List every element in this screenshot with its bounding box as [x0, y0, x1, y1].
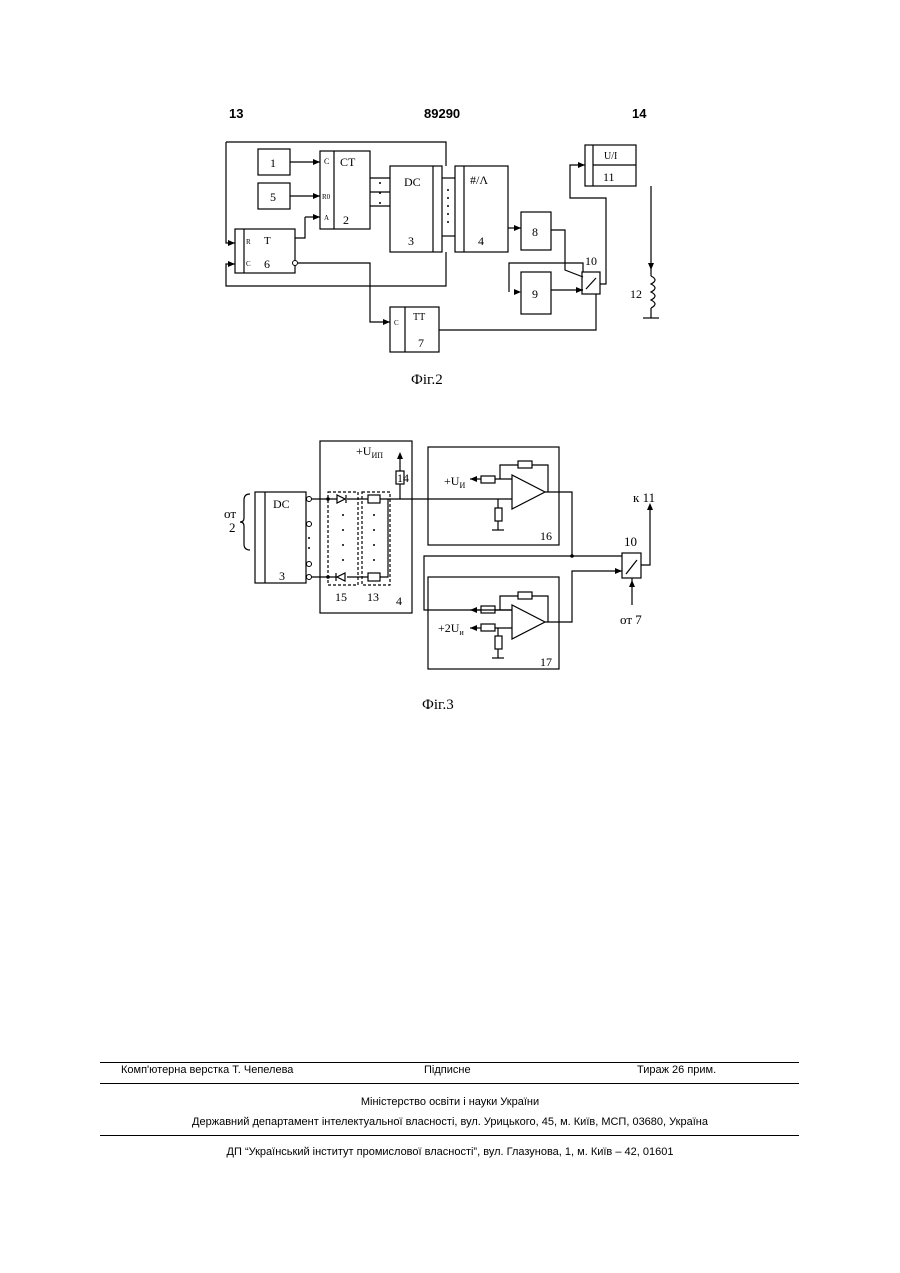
- ref2-label: +2Uи: [438, 621, 464, 637]
- footer-institute: ДП “Український інститут промислової вла…: [0, 1146, 900, 1158]
- figure-3-caption: Фіг.3: [422, 697, 454, 714]
- decoder-label-fig3: DC: [273, 497, 290, 511]
- footer-rule-bottom: [100, 1135, 799, 1136]
- amp-17-num: 17: [540, 655, 552, 669]
- decoder-num-fig3: 3: [279, 569, 285, 583]
- block-4-num: 4: [396, 594, 402, 608]
- resistor-num: 14: [397, 471, 409, 485]
- footer-rule-middle: [100, 1083, 799, 1084]
- footer-circulation: Тираж 26 прим.: [637, 1064, 716, 1076]
- footer-rule-top: [100, 1062, 799, 1063]
- resistors-num: 13: [367, 590, 379, 604]
- footer-ministry: Міністерство освіти і науки України: [0, 1096, 900, 1108]
- from-7-label: от 7: [620, 612, 642, 627]
- from-label: от: [224, 506, 236, 521]
- diodes-num: 15: [335, 590, 347, 604]
- footer-layout: Комп'ютерна верстка Т. Чепелева: [121, 1064, 293, 1076]
- ref1-label: +UИ: [444, 474, 465, 490]
- footer-signed: Підписне: [424, 1064, 471, 1076]
- block-4-outline: [320, 441, 412, 613]
- to-11-label: к 11: [633, 490, 655, 505]
- amp-16-num: 16: [540, 529, 552, 543]
- switch-num-fig3: 10: [624, 534, 637, 549]
- from-num: 2: [229, 520, 236, 535]
- resistor-group: [362, 492, 390, 585]
- diode-group: [328, 492, 358, 585]
- footer-department: Державний департамент інтелектуальної вл…: [0, 1116, 900, 1128]
- supply-label: +UИП: [356, 444, 383, 460]
